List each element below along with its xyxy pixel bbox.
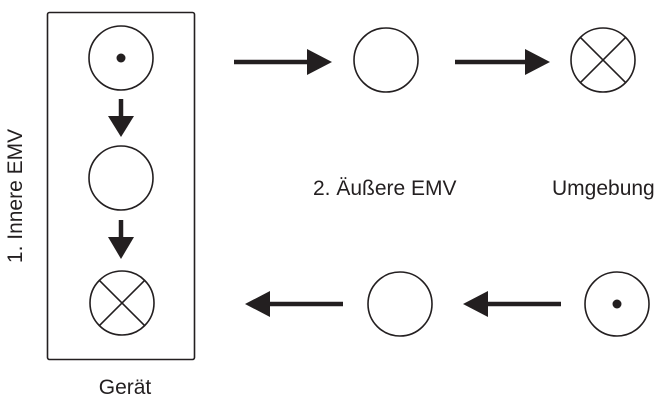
outer-emv-label: 2. Äußere EMV: [313, 177, 457, 200]
top-arrow-right-2-icon: [455, 49, 550, 75]
device-arrow-down-2-icon: [108, 220, 134, 259]
device-cross-circle-icon: [89, 270, 155, 336]
device-empty-circle-icon: [88, 145, 154, 211]
top-arrow-right-1-icon: [234, 49, 332, 75]
inner-emv-label: 1. Innere EMV: [4, 129, 27, 263]
device-arrow-down-1-icon: [108, 99, 134, 137]
top-cross-circle-icon: [570, 27, 636, 93]
device-dot-circle-icon: [88, 25, 154, 91]
bottom-dot-circle-icon: [584, 271, 650, 337]
bottom-empty-circle-icon: [367, 271, 433, 337]
environment-label: Umgebung: [552, 177, 655, 200]
device-label: Gerät: [99, 376, 152, 399]
device-box: [46, 11, 196, 361]
top-empty-circle-icon: [353, 27, 419, 93]
bottom-arrow-left-2-icon: [463, 291, 561, 317]
bottom-arrow-left-1-icon: [245, 291, 343, 317]
